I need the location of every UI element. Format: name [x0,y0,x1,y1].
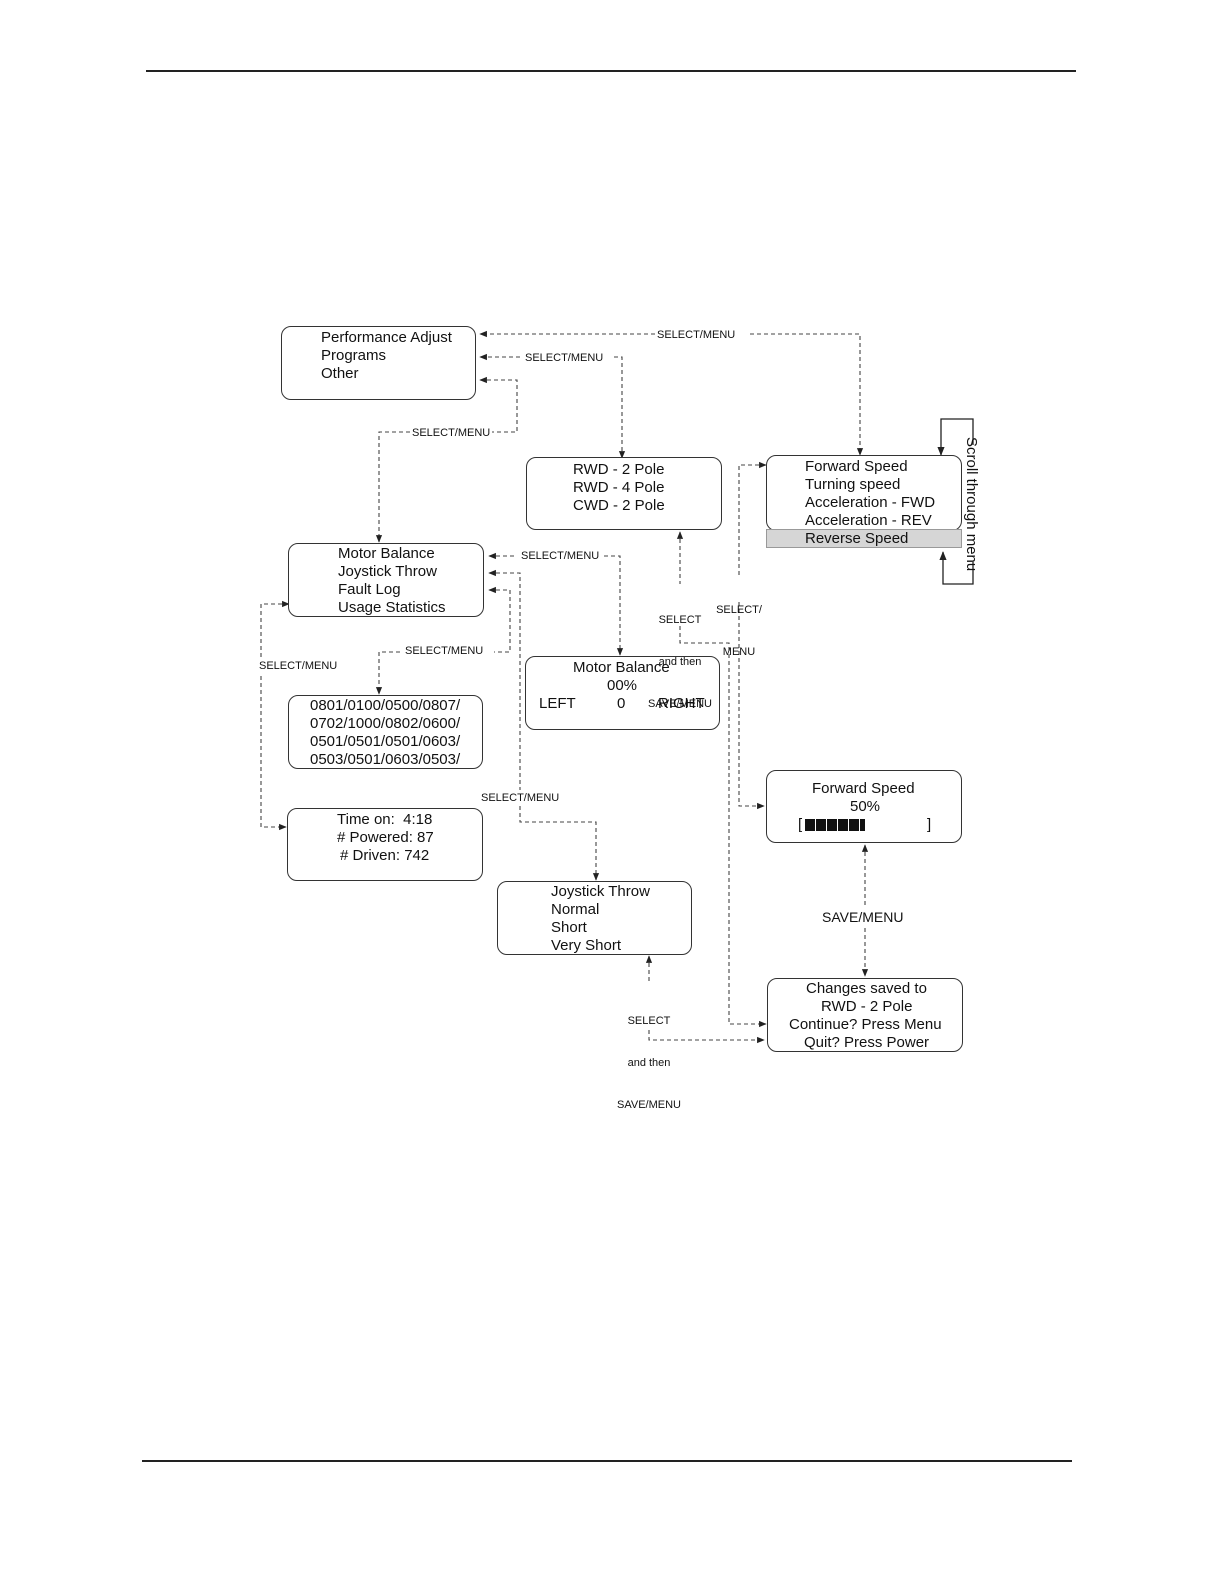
forward-speed-title: Forward Speed [812,780,915,797]
performance-menu-box: Forward Speed Turning speed Acceleration… [766,455,962,531]
conn-other-motorbalance-b [604,555,624,656]
label-line: SAVE/MENU [648,698,712,710]
conn-other-usage [260,600,290,658]
other-item: Usage Statistics [338,599,446,616]
conn-programs-saved-b [679,626,767,1028]
programs-item: RWD - 2 Pole [573,461,665,478]
fault-log-line: 0702/1000/0802/0600/ [310,715,461,732]
main-menu-item: Other [321,365,359,382]
joystick-box: Joystick Throw Normal Short Very Short [497,881,692,955]
saved-line: RWD - 2 Pole [821,998,913,1015]
performance-item: Turning speed [805,476,901,493]
motor-balance-title: Motor Balance [573,659,670,676]
motor-balance-value: 00% [607,677,638,694]
conn-main-other [479,376,518,433]
saved-line: Continue? Press Menu [789,1016,942,1033]
programs-item: CWD - 2 Pole [573,497,665,514]
label-select-menu: SELECT/MENU [259,660,338,672]
label-select-then-save: SELECT and then SAVE/MENU [645,585,715,725]
label-line: SAVE/MENU [617,1099,681,1111]
conn-other-joystick [488,569,521,790]
forward-speed-bracket-close: ] [927,816,932,833]
conn-other-faultlog [488,586,511,653]
conn-other-usage-b [260,676,287,831]
label-line: and then [627,1057,671,1069]
performance-item: Acceleration - FWD [805,494,936,511]
forward-speed-bar-fill [805,819,865,831]
other-item: Motor Balance [338,545,435,562]
other-menu-box: Motor Balance Joystick Throw Fault Log U… [288,543,484,617]
other-item: Joystick Throw [338,563,437,580]
bottom-rule [142,1460,1072,1462]
conn-main-other-b [375,431,410,543]
scroll-loop-top [937,418,974,456]
conn-other-joystick-b [519,806,600,881]
scroll-label: Scroll through menu [963,437,980,572]
conn-main-programs-b [614,356,626,459]
usage-line: Time on: 4:18 [337,811,433,828]
saved-line: Changes saved to [806,980,927,997]
label-select-slash-menu: SELECT/ MENU [709,575,769,673]
programs-item: RWD - 4 Pole [573,479,665,496]
performance-item: Reverse Speed [805,530,909,547]
conn-joystick-saved-b [648,1030,765,1044]
forward-speed-bar [805,819,925,831]
main-menu-box: Performance Adjust Programs Other [281,326,476,400]
joystick-item: Normal [551,901,600,918]
joystick-title: Joystick Throw [551,883,650,900]
conn-other-faultlog-b [375,651,400,695]
label-select-menu: SELECT/MENU [412,427,491,439]
saved-line: Quit? Press Power [804,1034,930,1051]
usage-line: # Powered: 87 [337,829,434,846]
fault-log-line: 0503/0501/0603/0503/ [310,751,461,768]
label-select-menu: SELECT/MENU [525,352,604,364]
other-item: Fault Log [338,581,401,598]
label-line: MENU [722,646,756,658]
label-select-then-save: SELECT and then SAVE/MENU [614,986,684,1126]
label-line: SELECT [627,1015,671,1027]
top-rule [146,70,1076,72]
fault-log-line: 0801/0100/0500/0807/ [310,697,461,714]
conn-perf-forward-b [738,602,765,810]
conn-main-performance-b [750,333,864,456]
forward-speed-box: Forward Speed 50% [ ] [766,770,962,843]
usage-line: # Driven: 742 [340,847,430,864]
label-select-menu: SELECT/MENU [405,645,484,657]
performance-item: Acceleration - REV [805,512,932,529]
programs-menu-box: RWD - 2 Pole RWD - 4 Pole CWD - 2 Pole [526,457,722,530]
main-menu-item: Programs [321,347,387,364]
motor-balance-box: Motor Balance 00% LEFT 0 RIGHT [525,656,720,730]
usage-box: Time on: 4:18 # Powered: 87 # Driven: 74… [287,808,483,881]
motor-balance-right: RIGHT [658,695,705,712]
label-line: SELECT/ [716,604,762,616]
motor-balance-center: 0 [617,695,626,712]
saved-box: Changes saved to RWD - 2 Pole Continue? … [767,978,963,1052]
label-select-menu: SELECT/MENU [481,792,560,804]
joystick-item: Short [551,919,587,936]
forward-speed-bracket-open: [ [798,816,803,833]
main-menu-item: Performance Adjust [321,329,452,346]
label-select-menu: SELECT/MENU [521,550,600,562]
scroll-loop-bottom [939,551,974,585]
performance-item: Forward Speed [805,458,908,475]
forward-speed-value: 50% [850,798,881,815]
label-save-menu: SAVE/MENU [822,909,904,925]
label-line: SELECT [658,614,702,626]
motor-balance-left: LEFT [539,695,576,712]
conn-perf-forward [738,461,767,575]
label-select-menu: SELECT/MENU [657,329,736,341]
fault-log-box: 0801/0100/0500/0807/ 0702/1000/0802/0600… [288,695,483,769]
joystick-item: Very Short [551,937,622,954]
label-line: and then [658,656,702,668]
fault-log-line: 0501/0501/0501/0603/ [310,733,461,750]
performance-hidden-item: Reverse Speed [766,529,962,548]
